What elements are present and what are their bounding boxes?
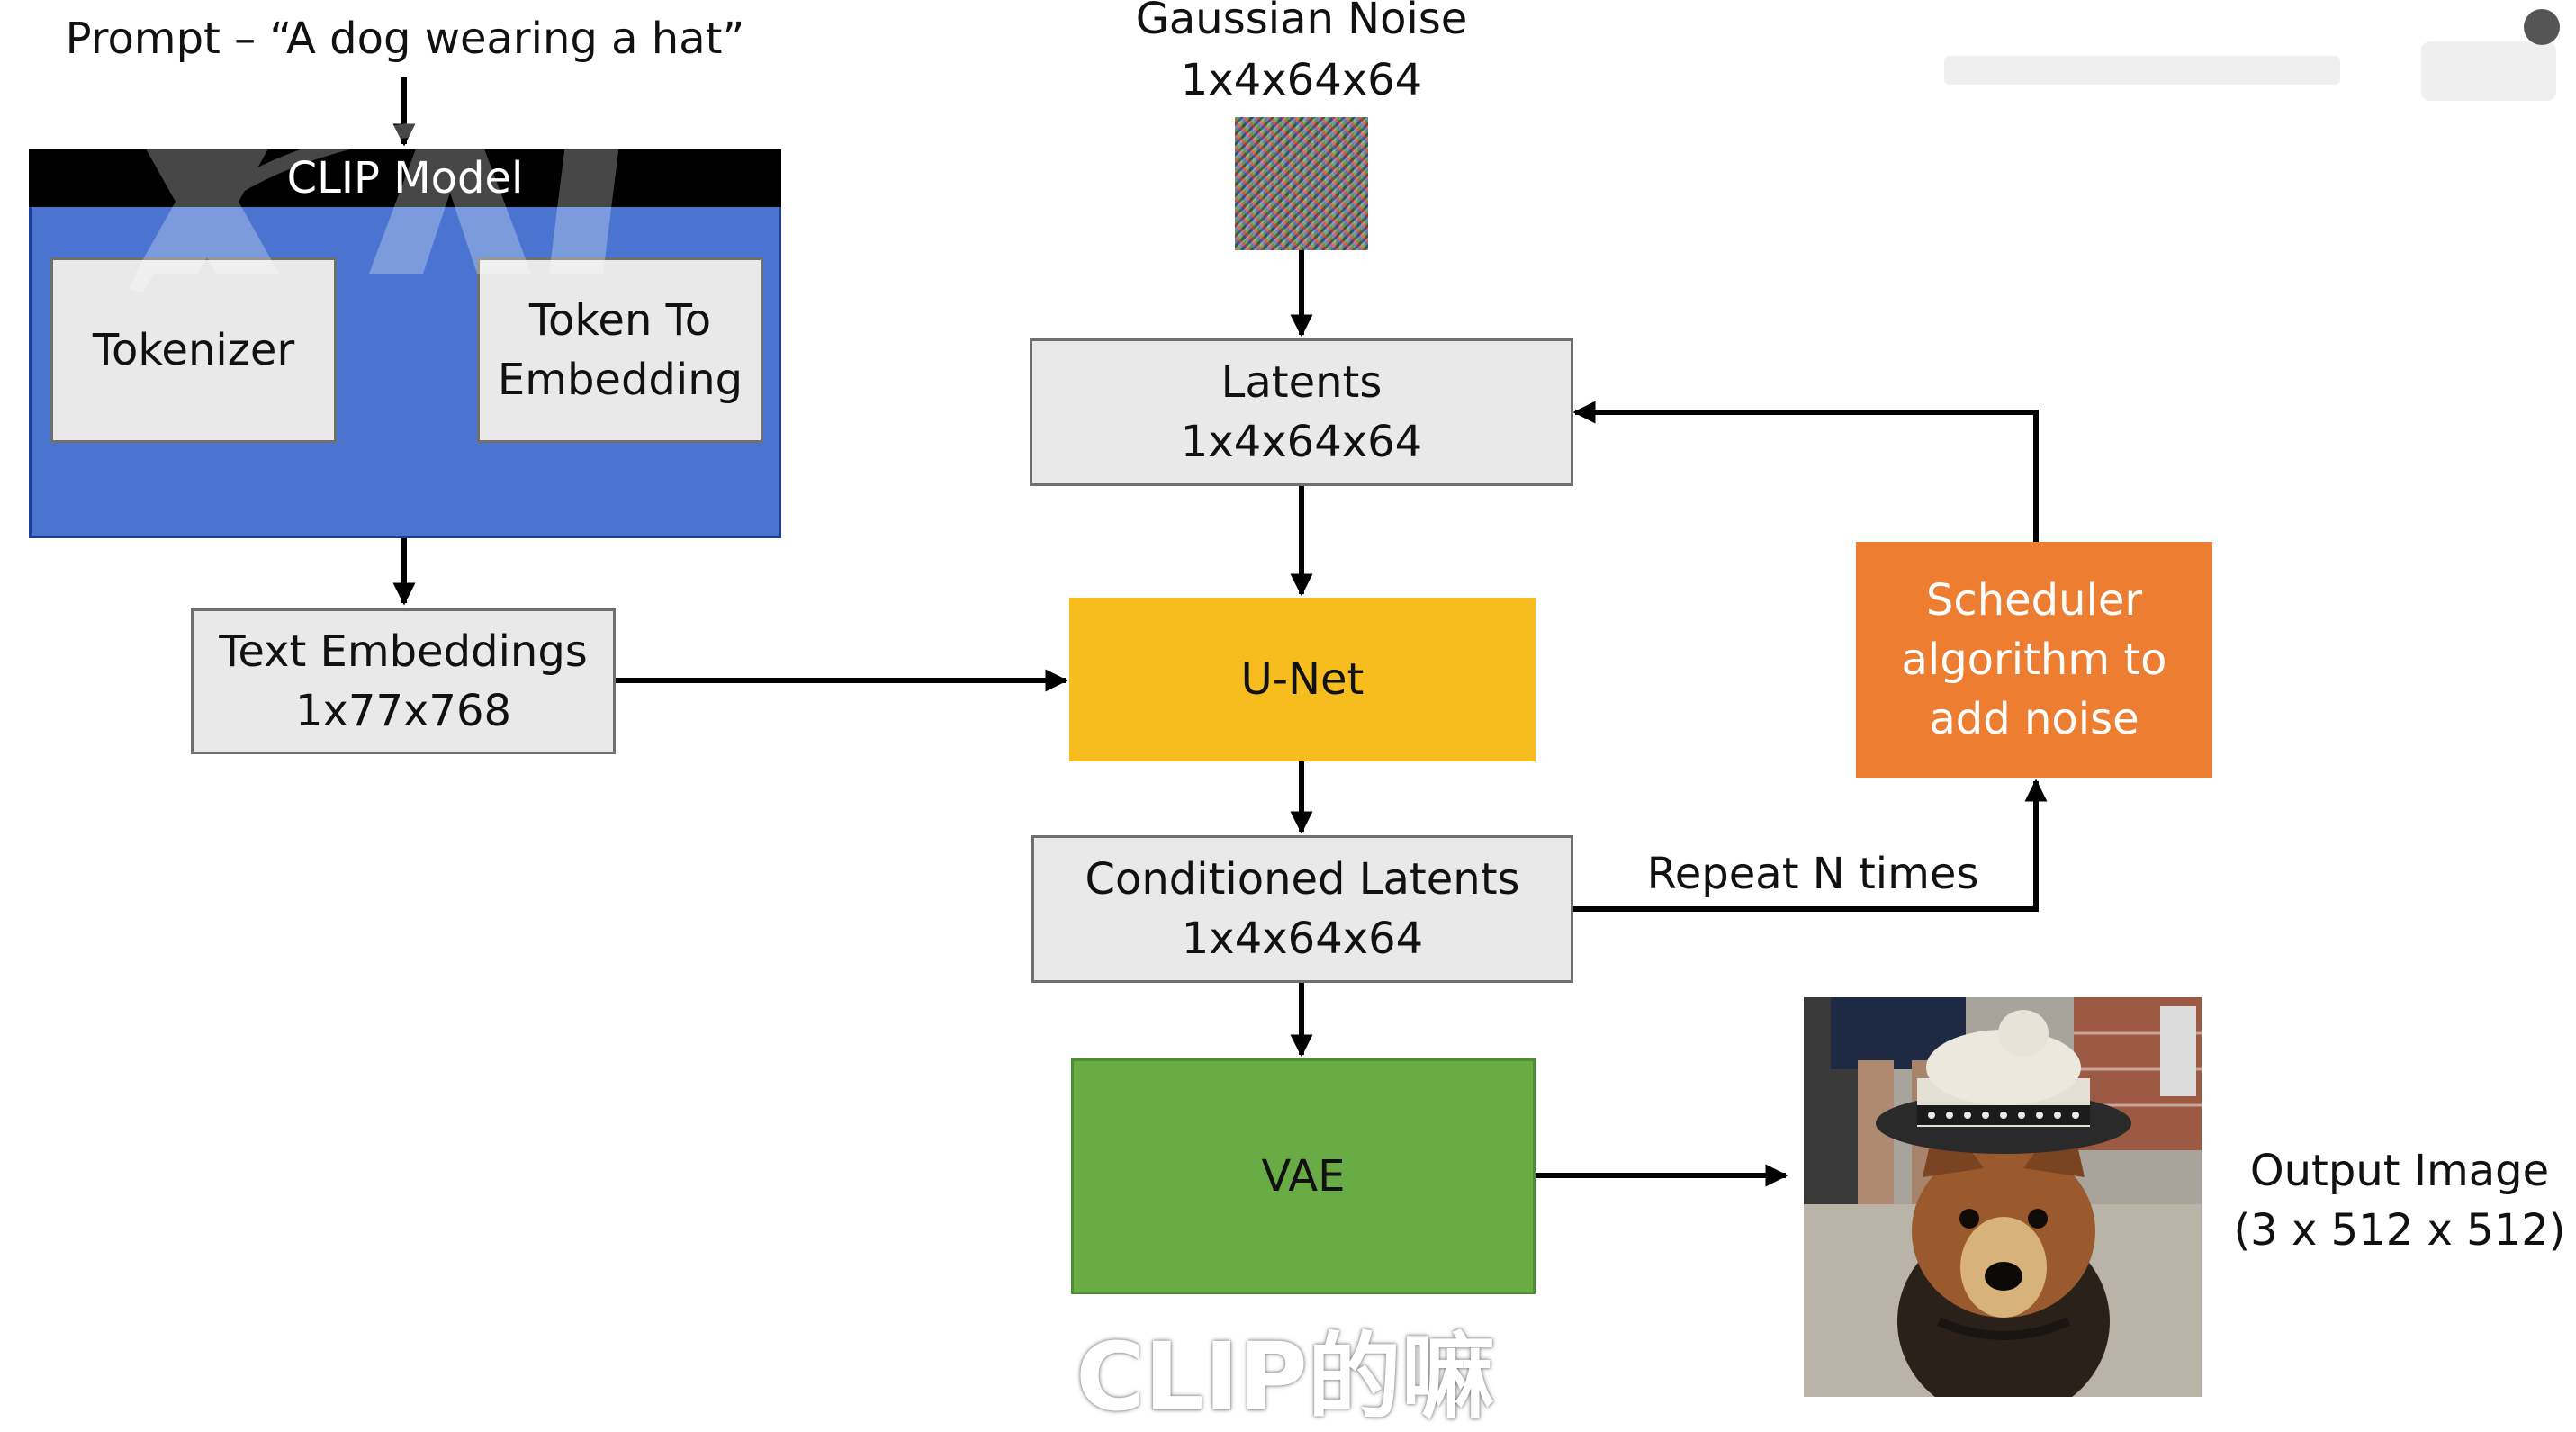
scheduler-line-2: algorithm to — [1901, 635, 2167, 685]
latents-title: Latents — [1220, 357, 1383, 408]
tokenizer-box: Tokenizer — [50, 257, 337, 443]
output-image-title: Output Image — [2249, 1146, 2550, 1196]
conditioned-latents-shape: 1x4x64x64 — [1181, 914, 1424, 964]
text-embeddings-box: Text Embeddings 1x77x768 — [191, 608, 616, 754]
unet-label: U-Net — [1240, 654, 1365, 705]
latents-box: Latents 1x4x64x64 — [1030, 338, 1573, 486]
tokenizer-label: Tokenizer — [92, 325, 295, 375]
arrow-scheduler-to-latents — [1572, 401, 2039, 542]
gaussian-noise-title: Gaussian Noise — [1135, 0, 1468, 44]
vae-box: VAE — [1071, 1058, 1536, 1294]
unet-box: U-Net — [1069, 598, 1536, 761]
gaussian-noise-image — [1235, 117, 1368, 250]
vae-label: VAE — [1261, 1151, 1346, 1202]
token-to-embedding-line-1: Token To — [528, 295, 712, 346]
output-image-shape: (3 x 512 x 512) — [2233, 1205, 2566, 1256]
prompt-label: Prompt – “A dog wearing a hat” — [65, 14, 745, 64]
token-to-embedding-box: Token To Embedding — [477, 257, 763, 443]
close-icon[interactable] — [2524, 9, 2560, 45]
xai-watermark-logo — [128, 114, 640, 292]
text-embeddings-shape: 1x77x768 — [294, 686, 512, 736]
conditioned-latents-box: Conditioned Latents 1x4x64x64 — [1031, 835, 1573, 983]
output-dog-image — [1804, 997, 2202, 1397]
scheduler-line-3: add noise — [1929, 694, 2139, 744]
conditioned-latents-title: Conditioned Latents — [1085, 854, 1520, 905]
text-embeddings-title: Text Embeddings — [219, 626, 588, 677]
clip-model-title: CLIP Model — [29, 149, 781, 207]
corner-watermark-overlay — [1944, 41, 2556, 101]
video-subtitle: CLIP的嘛 — [1076, 1322, 1495, 1432]
latents-shape: 1x4x64x64 — [1180, 417, 1423, 467]
arrow-repeat-to-scheduler — [1573, 779, 2048, 912]
dog-illustration — [1804, 997, 2202, 1397]
repeat-label: Repeat N times — [1646, 849, 1979, 899]
gaussian-noise-shape: 1x4x64x64 — [1180, 55, 1423, 105]
token-to-embedding-line-2: Embedding — [497, 355, 743, 405]
scheduler-box: Scheduler algorithm to add noise — [1856, 542, 2212, 778]
scheduler-line-1: Scheduler — [1925, 575, 2143, 626]
